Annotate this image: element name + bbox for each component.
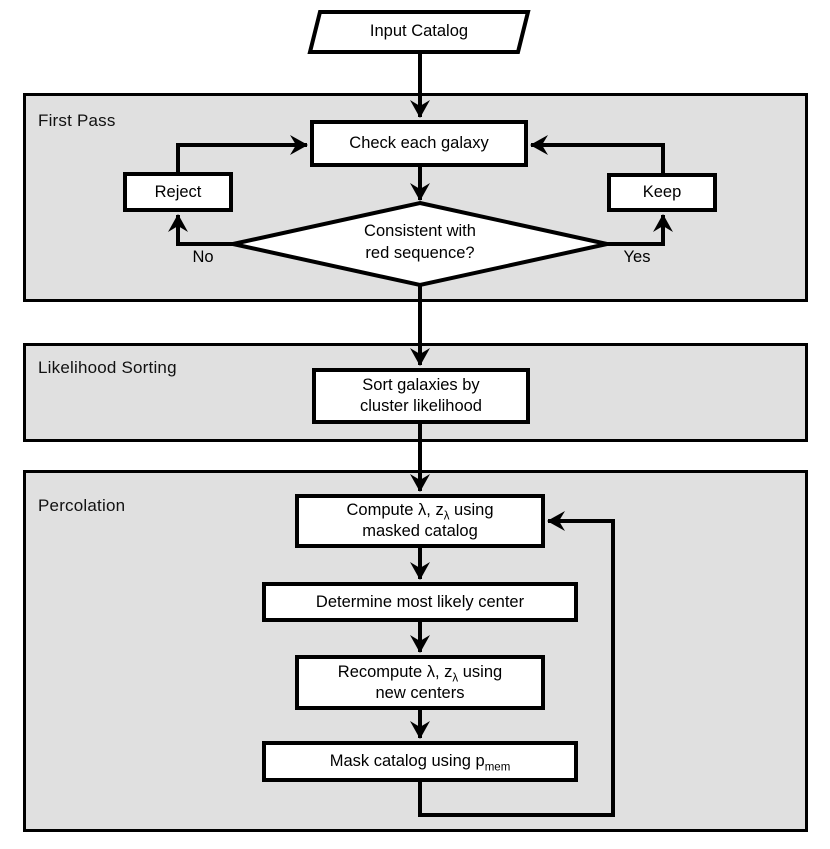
node-determine-label: Determine most likely center [315,592,525,611]
section-likelihood-sorting: Likelihood Sorting [23,343,808,442]
node-reject: Reject [123,172,233,212]
decision-diamond-text: Consistent with red sequence? [290,221,550,265]
connector-mask-loop-to-compute [418,511,615,817]
decision-line1: Consistent with [364,222,476,240]
decision-diamond-shape [232,200,608,288]
node-recompute-lambda: Recompute λ, zλ using new centers [295,655,545,710]
node-recompute-label: Recompute λ, zλ using new centers [337,662,503,702]
connector-keep-to-check [530,135,665,173]
node-mask-label: Mask catalog using pmem [329,752,511,774]
section-title-percolation: Percolation [38,496,126,515]
node-keep-label: Keep [642,183,682,202]
node-check-label: Check each galaxy [349,134,489,153]
node-sort-galaxies: Sort galaxies by cluster likelihood [312,368,530,424]
node-determine-center: Determine most likely center [262,582,578,622]
node-reject-label: Reject [154,182,202,201]
input-catalog-text: Input Catalog [316,12,522,52]
decision-line2: red sequence? [365,243,475,262]
node-compute-lambda: Compute λ, zλ using masked catalog [295,494,545,548]
branch-label-no: No [192,248,214,266]
section-title-first-pass: First Pass [38,111,116,130]
connector-reject-to-check [176,135,308,172]
node-sort-label: Sort galaxies by cluster likelihood [360,376,482,415]
node-mask-catalog: Mask catalog using pmem [262,741,578,782]
branch-label-yes: Yes [623,248,651,266]
node-check-each-galaxy: Check each galaxy [310,120,528,167]
connector-decision-yes-to-keep [607,214,673,246]
input-parallelogram-shape [307,10,531,54]
node-keep: Keep [607,173,717,212]
node-compute-label: Compute λ, zλ using masked catalog [346,501,494,540]
input-catalog-label: Input Catalog [369,22,469,41]
section-title-likelihood-sorting: Likelihood Sorting [38,358,177,377]
connector-decision-no-to-reject [168,214,233,246]
